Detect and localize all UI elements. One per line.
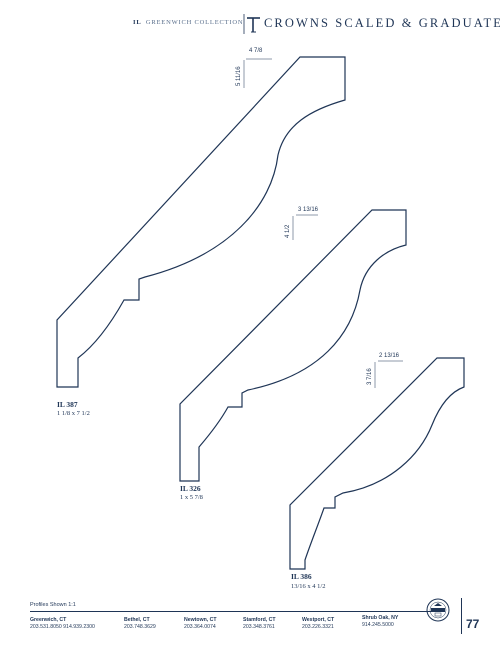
page-header: IL GREENWICH COLLECTION CROWNS SCALED & … <box>0 12 500 36</box>
profile-size-il-326: 1 x 5 7/8 <box>180 494 203 501</box>
profile-il-386-top-dim: 2 13/16 <box>379 353 400 359</box>
profile-il-326-side-dim: 4 1/2 <box>285 224 291 238</box>
profile-il-326: 3 13/16 4 1/2 <box>179 207 407 482</box>
location-city: Westport, CT <box>302 617 335 623</box>
location-city: Bethel, CT <box>124 617 150 623</box>
profile-il-386-side-dim: 3 7/16 <box>367 368 373 385</box>
location-phone: 203.748.3629 <box>124 624 156 630</box>
location-city: Stamford, CT <box>243 617 276 623</box>
location-phone: 203.348.3761 <box>243 624 275 630</box>
location-westport: Westport, CT 203.226.3321 <box>302 617 334 630</box>
page-number: 77 <box>466 617 480 631</box>
profile-name-il-386: IL 386 <box>291 572 312 581</box>
location-phone: 203.364.0074 <box>184 624 216 630</box>
location-shrub-oak: Shrub Oak, NY 914.245.5000 <box>362 615 398 628</box>
profile-il-387-side-dim: 5 11/16 <box>236 66 242 86</box>
profile-size-il-386: 13/16 x 4 1/2 <box>291 583 326 590</box>
profile-il-387-outline <box>56 56 346 388</box>
location-city: Newtown, CT <box>184 617 217 623</box>
location-city: Shrub Oak, NY <box>362 615 399 621</box>
profile-name-il-326: IL 326 <box>180 484 201 493</box>
scale-note: Profiles Shown 1:1 <box>30 602 76 608</box>
profile-name-il-387: IL 387 <box>57 400 78 409</box>
profile-il-326-outline <box>179 209 407 482</box>
profile-il-387: 4 7/8 5 11/16 <box>56 48 346 388</box>
brand-label: GREENWICH COLLECTION <box>145 19 244 26</box>
location-phone: 203.531.8050 914.939.2300 <box>30 624 95 630</box>
footer-divider <box>30 611 444 612</box>
location-phone: 914.245.5000 <box>362 622 394 628</box>
company-seal-icon <box>426 598 450 622</box>
profile-il-387-top-dim: 4 7/8 <box>249 48 263 54</box>
profile-il-386-outline <box>289 357 465 570</box>
location-greenwich: Greenwich, CT 203.531.8050 914.939.2300 <box>30 617 95 630</box>
profile-il-326-top-dim: 3 13/16 <box>298 207 319 213</box>
profile-size-il-387: 1 1/8 x 7 1/2 <box>57 410 90 417</box>
footer-vertical-divider <box>461 598 462 634</box>
location-stamford: Stamford, CT 203.348.3761 <box>243 617 276 630</box>
brand-prefix: IL <box>133 19 142 26</box>
location-city: Greenwich, CT <box>30 617 67 623</box>
profile-il-386: 2 13/16 3 7/16 <box>289 353 465 570</box>
location-bethel: Bethel, CT 203.748.3629 <box>124 617 156 630</box>
brand-name: IL GREENWICH COLLECTION <box>133 19 243 26</box>
location-newtown: Newtown, CT 203.364.0074 <box>184 617 217 630</box>
location-phone: 203.226.3321 <box>302 624 334 630</box>
section-title: CROWNS SCALED & GRADUATED <box>264 16 500 30</box>
tl-monogram-icon <box>243 14 260 34</box>
